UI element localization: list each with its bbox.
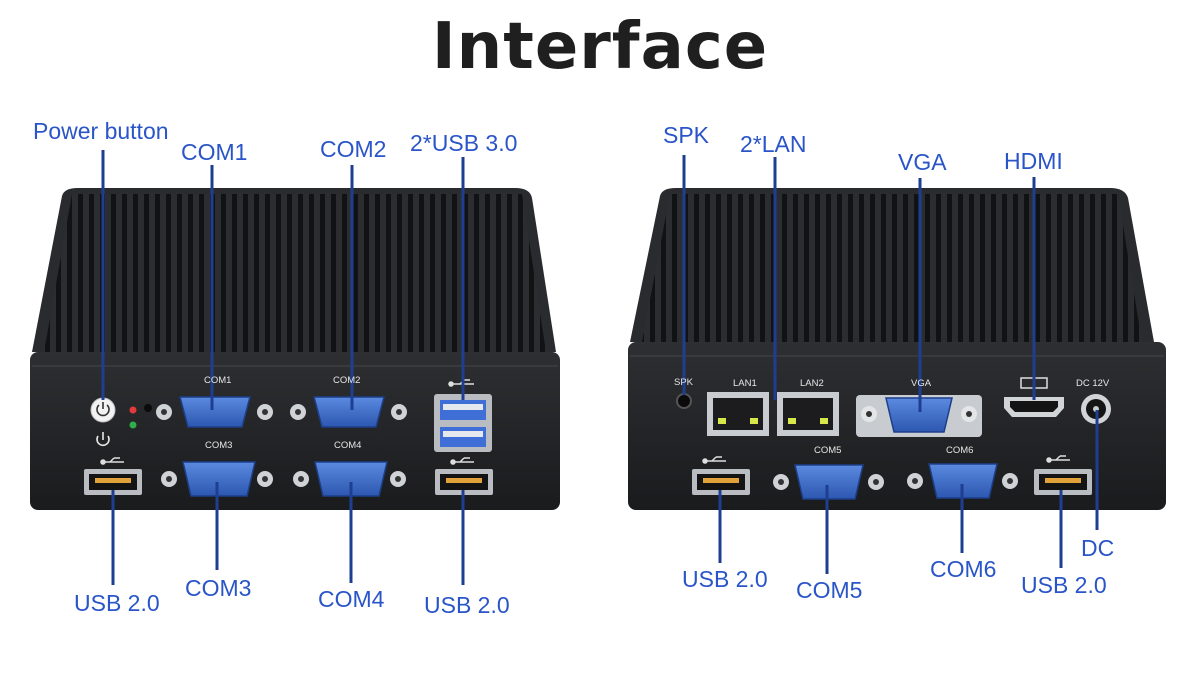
usb-symbol-icon — [100, 457, 124, 465]
power-button-icon — [90, 397, 116, 423]
page-title: Interface — [431, 10, 769, 84]
silk-com5: COM5 — [814, 445, 842, 456]
silk-com2: COM2 — [333, 375, 361, 386]
front-faceplate — [30, 352, 560, 510]
power-led-icon — [129, 406, 137, 414]
usb3-ports-icon — [434, 394, 492, 452]
callout-usb3: 2*USB 3.0 — [410, 130, 518, 156]
callout-com1: COM1 — [181, 139, 248, 165]
vga-port-icon — [856, 395, 982, 437]
silk-com3: COM3 — [205, 440, 233, 451]
callout-usb2-rear-left: USB 2.0 — [682, 566, 768, 592]
rear-unit — [628, 188, 1166, 510]
usb-symbol-icon — [1046, 455, 1070, 463]
callout-com5: COM5 — [796, 577, 863, 603]
callout-vga: VGA — [898, 149, 947, 175]
callout-usb2-left: USB 2.0 — [74, 590, 160, 616]
callout-com3: COM3 — [185, 575, 252, 601]
front-heatsink-fins — [44, 194, 546, 352]
silk-com4: COM4 — [334, 440, 362, 451]
silk-vga: VGA — [911, 378, 932, 389]
com1-port-icon — [156, 396, 273, 428]
com4-port-icon — [293, 461, 406, 497]
callout-com2: COM2 — [320, 136, 387, 162]
silk-lan2: LAN2 — [800, 378, 824, 389]
callout-com4: COM4 — [318, 586, 385, 612]
lan2-port-icon — [777, 392, 839, 436]
spk-jack-icon — [676, 393, 692, 409]
callout-com6: COM6 — [930, 556, 997, 582]
callout-spk: SPK — [663, 122, 710, 148]
callout-usb2-right: USB 2.0 — [424, 592, 510, 618]
usb-symbol-icon — [702, 456, 726, 464]
com2-port-icon — [290, 396, 407, 428]
com3-port-icon — [161, 461, 273, 497]
com5-port-icon — [773, 464, 884, 500]
front-unit — [30, 188, 560, 510]
hdd-led-icon — [129, 421, 137, 429]
leader-lines — [101, 150, 1099, 585]
com6-port-icon — [907, 463, 1018, 499]
usb2-rear-right-port-icon — [1034, 469, 1092, 495]
callout-hdmi: HDMI — [1004, 148, 1063, 174]
usb2-rear-left-port-icon — [692, 469, 750, 495]
usb2-right-port-icon — [435, 469, 493, 495]
silk-lan1: LAN1 — [733, 378, 757, 389]
rear-heatsink-fins — [642, 194, 1142, 342]
silk-dc: DC 12V — [1076, 378, 1110, 389]
usb-symbol-icon — [450, 457, 474, 465]
lan1-port-icon — [707, 392, 769, 436]
silk-com6: COM6 — [946, 445, 974, 456]
callout-usb2-rear-right: USB 2.0 — [1021, 572, 1107, 598]
callout-power-button: Power button — [33, 118, 169, 144]
silk-com1: COM1 — [204, 375, 232, 386]
dc-jack-icon — [1081, 394, 1111, 424]
callout-lan: 2*LAN — [740, 131, 807, 157]
callout-dc: DC — [1081, 535, 1115, 561]
silk-spk: SPK — [674, 377, 694, 388]
usb2-left-port-icon — [84, 469, 142, 495]
